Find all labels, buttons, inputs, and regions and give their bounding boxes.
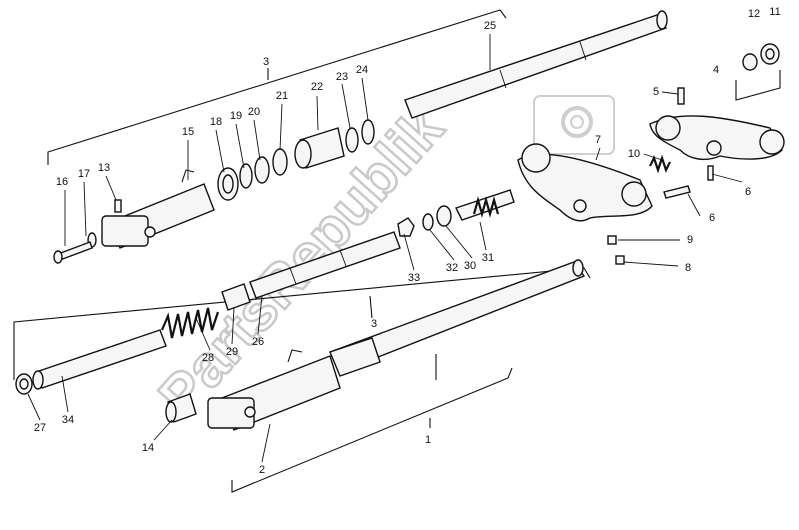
lower-slider-2 xyxy=(207,349,341,431)
callout-8: 8 xyxy=(685,262,691,274)
spring-10 xyxy=(649,154,671,174)
callout-10: 10 xyxy=(628,148,640,160)
screw-8 xyxy=(615,255,625,265)
cap-11 xyxy=(760,43,780,65)
bushing-22 xyxy=(294,127,345,169)
callout-16: 16 xyxy=(56,176,68,188)
bolt-5 xyxy=(677,87,685,105)
bolt-16 xyxy=(53,241,93,264)
callout-25: 25 xyxy=(484,20,496,32)
callout-12: 12 xyxy=(748,8,760,20)
watermark-gear-icon xyxy=(533,95,615,155)
plug-27 xyxy=(15,373,33,395)
callout-23: 23 xyxy=(336,71,348,83)
upper-tube-25 xyxy=(404,10,668,119)
bushing-14 xyxy=(165,393,197,423)
ring-19 xyxy=(239,163,253,189)
upper-slider-15 xyxy=(101,169,215,249)
bracket-3-upper xyxy=(47,9,507,165)
fork-tube-1 xyxy=(329,259,586,377)
spring-28 xyxy=(160,307,220,339)
callout-1: 1 xyxy=(425,434,431,446)
upper-triple-clamp-4 xyxy=(649,115,785,161)
callout-24: 24 xyxy=(356,64,368,76)
bolt-13 xyxy=(114,199,122,213)
bracket-1 xyxy=(231,354,513,493)
callout-32: 32 xyxy=(446,262,458,274)
lower-triple-clamp-7 xyxy=(517,143,653,222)
callout-20: 20 xyxy=(248,106,260,118)
spacer-26 xyxy=(249,231,401,299)
callout-5: 5 xyxy=(653,86,659,98)
screw-9 xyxy=(607,235,617,245)
seal-18 xyxy=(217,167,239,201)
callout-17: 17 xyxy=(78,168,90,180)
callout-15: 15 xyxy=(182,126,194,138)
washer-32 xyxy=(422,213,434,231)
adjuster-31 xyxy=(455,189,515,221)
callout-9: 9 xyxy=(687,234,693,246)
callout-18: 18 xyxy=(210,116,222,128)
callout-14: 14 xyxy=(142,442,154,454)
callout-2: 2 xyxy=(259,464,265,476)
callout-30: 30 xyxy=(464,260,476,272)
washer-12 xyxy=(742,53,758,71)
callout-19: 19 xyxy=(230,110,242,122)
spacer-29 xyxy=(221,283,251,311)
bolt-6-lower xyxy=(663,185,691,199)
callout-22: 22 xyxy=(311,81,323,93)
callout-26: 26 xyxy=(252,336,264,348)
callout-27: 27 xyxy=(34,422,46,434)
callout-7: 7 xyxy=(595,134,601,146)
callout-11: 11 xyxy=(769,6,780,18)
leader-lines xyxy=(27,34,743,463)
bolt-6-upper xyxy=(707,165,714,181)
callout-33: 33 xyxy=(408,272,420,284)
callout-labels: 1 2 3 3 4 5 6 6 7 8 9 10 11 12 13 14 15 … xyxy=(34,6,781,476)
callout-4: 4 xyxy=(713,64,719,76)
bracket-3-lower xyxy=(13,267,591,380)
damper-rod-34 xyxy=(32,329,167,390)
washer-30 xyxy=(436,205,452,227)
callout-6-upper: 6 xyxy=(745,186,751,198)
callout-31: 31 xyxy=(482,252,494,264)
washer-23 xyxy=(345,127,359,153)
callout-21: 21 xyxy=(276,90,288,102)
callout-13: 13 xyxy=(98,162,110,174)
callout-3-upper: 3 xyxy=(263,56,269,68)
ring-21 xyxy=(272,148,288,176)
ring-20 xyxy=(254,156,270,184)
callout-29: 29 xyxy=(226,346,238,358)
washer-24 xyxy=(361,119,375,145)
callout-34: 34 xyxy=(62,414,74,426)
callout-6-lower: 6 xyxy=(709,212,715,224)
callout-3-lower: 3 xyxy=(371,318,377,330)
callout-28: 28 xyxy=(202,352,214,364)
nut-33 xyxy=(397,217,415,237)
bracket-4 xyxy=(735,70,781,101)
